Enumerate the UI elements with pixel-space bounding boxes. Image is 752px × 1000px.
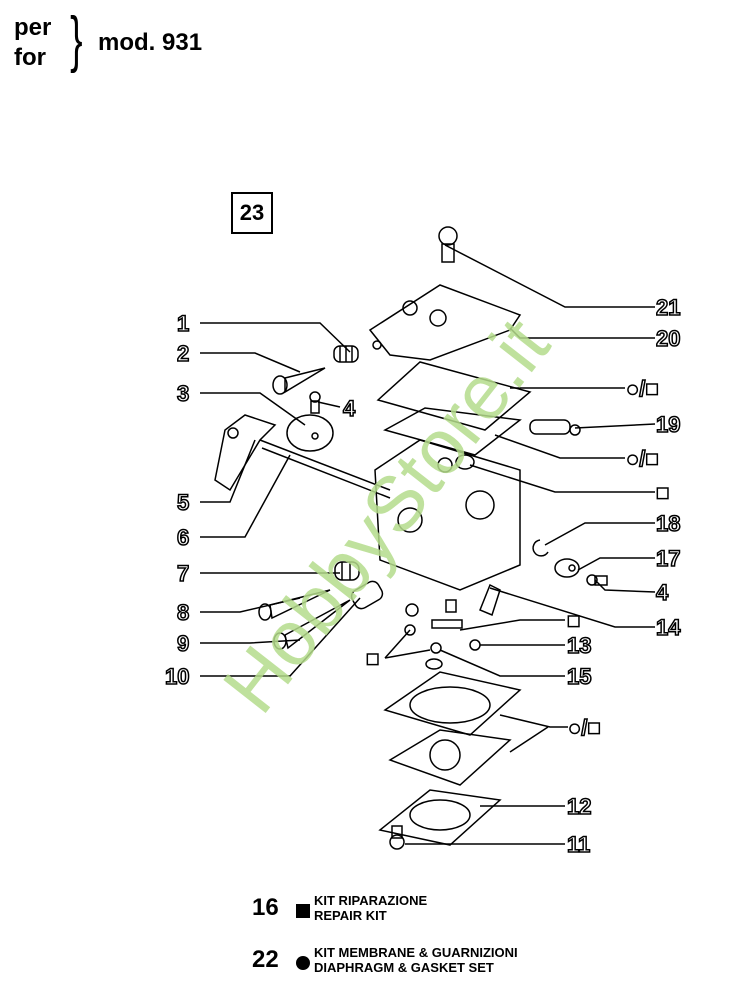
callout-13: 13	[567, 633, 591, 658]
callout-4b: 4	[656, 580, 669, 605]
disc-3	[286, 414, 334, 452]
callout-7: 7	[177, 561, 189, 586]
diaphragm-plate	[383, 671, 522, 736]
parts	[214, 226, 608, 850]
cover-20	[368, 284, 522, 361]
needle-14	[479, 583, 501, 617]
legend-line1: KIT RIPARAZIONE	[314, 893, 428, 908]
callout-6: 6	[177, 525, 189, 550]
screw-4	[309, 391, 321, 414]
header-per: per	[14, 14, 52, 41]
callout-11: 11	[567, 832, 590, 857]
screw-4b	[586, 574, 608, 586]
spring-1	[333, 345, 359, 363]
legend-number: 16	[252, 894, 279, 921]
clip-18	[532, 539, 549, 557]
screw-21	[438, 226, 458, 263]
shaft-6	[259, 439, 391, 499]
callout-2: 2	[177, 341, 189, 366]
callout-3: 3	[177, 381, 189, 406]
figure-number: 23	[231, 192, 273, 234]
callout-17: 17	[656, 546, 680, 571]
needle-screw-2	[272, 367, 326, 395]
needle-8	[258, 589, 331, 621]
model-label: mod. 931	[98, 29, 203, 56]
elbow-19	[529, 419, 581, 436]
part-17	[554, 558, 580, 578]
leader-lines	[200, 244, 656, 845]
callout-18: 18	[656, 511, 680, 536]
callouts-right: 21 20 ●/■ 19 ●/■ ■ 18 17 4 14 ■ 13 15 ●/…	[365, 294, 682, 858]
diaphragm	[388, 729, 512, 786]
lever-5	[214, 414, 277, 492]
needle-9	[273, 599, 351, 650]
callout-15: 15	[567, 664, 591, 689]
callout-19: 19	[656, 412, 680, 437]
gasket-upper	[376, 361, 532, 456]
callout-8: 8	[177, 600, 189, 625]
callouts-left: 1 2 3 4 5 6 7 8 9 10	[164, 310, 357, 690]
legend-line1: KIT MEMBRANE & GUARNIZIONI	[314, 945, 518, 960]
spring-10	[350, 580, 384, 610]
legend-line2: DIAPHRAGM & GASKET SET	[314, 960, 494, 975]
callout-repair-kit-3: ■	[366, 646, 379, 671]
header-brace: }	[70, 5, 83, 74]
callout-kit-gasket-1: ●/■	[626, 376, 659, 401]
legend-number: 22	[252, 946, 279, 973]
cover-12	[378, 789, 502, 846]
carburetor-body	[374, 439, 521, 591]
callout-1: 1	[177, 311, 189, 336]
callout-repair-kit-2: ■	[567, 608, 580, 633]
callout-repair-kit-1: ■	[656, 480, 669, 505]
screw-11	[389, 825, 405, 850]
callout-20: 20	[656, 326, 680, 351]
callout-14: 14	[656, 615, 681, 640]
callout-10: 10	[165, 664, 189, 689]
filter-part	[455, 454, 475, 470]
callout-kit-gasket-3: ●/■	[568, 715, 601, 740]
callout-5: 5	[177, 490, 189, 515]
callout-9: 9	[177, 631, 189, 656]
circle-icon	[296, 956, 310, 970]
callout-kit-gasket-2: ●/■	[626, 446, 659, 471]
square-icon	[296, 904, 310, 918]
callout-21: 21	[656, 295, 680, 320]
spring-7	[334, 561, 360, 581]
legend-line2: REPAIR KIT	[314, 908, 387, 923]
callout-12: 12	[567, 794, 591, 819]
callout-4: 4	[343, 396, 356, 421]
small-parts	[404, 599, 481, 670]
header-for: for	[14, 44, 46, 71]
